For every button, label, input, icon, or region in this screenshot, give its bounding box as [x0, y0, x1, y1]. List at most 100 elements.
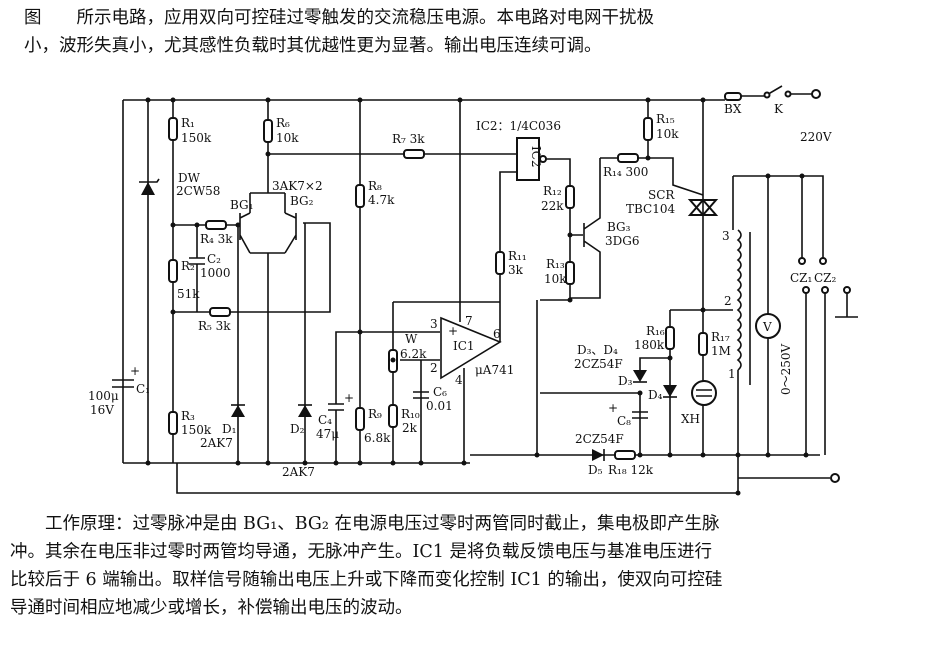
pin-label: 7: [465, 314, 473, 328]
d3-label: D₃: [618, 374, 633, 388]
r3-value: 150k: [181, 423, 212, 437]
intro-line: 图 所示电路，应用双向可控硅过零触发的交流稳压电源。本电路对电网干扰极: [24, 8, 654, 28]
c4-label: C₄: [318, 413, 332, 427]
plus-label: +: [130, 364, 140, 378]
input-terminal: [811, 89, 821, 99]
voltmeter-label: V: [762, 320, 772, 334]
d2-label: D₂: [290, 422, 305, 436]
capacitor-c2: [189, 225, 205, 312]
intro-line: 小，波形失真小，尤其感性负载时其优越性更为显著。输出电压连续可调。: [24, 36, 602, 56]
r13-value: 10k: [544, 272, 567, 286]
explanation-line: 工作原理：过零脉冲是由 BG₁、BG₂ 在电源电压过零时两管同时截止，集电极即产…: [10, 514, 720, 534]
r10-value: 2k: [402, 421, 418, 435]
resistor-r13: [565, 261, 575, 285]
resistor-r5: [209, 307, 231, 317]
r6-value: 10k: [276, 131, 299, 145]
c6-label: C₆: [433, 385, 447, 399]
w-value: 6.2k: [400, 347, 427, 361]
r5-label: R₅ 3k: [198, 319, 231, 333]
socket-cz2-pin: [819, 257, 827, 265]
tap-label: 3: [722, 229, 730, 243]
c6-value: 0.01: [426, 399, 453, 413]
fuse-bx: [724, 92, 742, 101]
plus-label: +: [608, 401, 618, 415]
r13-label: R₁₃: [546, 257, 565, 271]
pin-label: 2: [430, 361, 438, 375]
voltmeter-v: [755, 313, 781, 339]
r7-label: R₇ 3k: [392, 132, 425, 146]
transistor-bg3: [570, 158, 601, 299]
d2-value: 2AK7: [282, 465, 315, 479]
c1-voltage: 16V: [90, 403, 114, 417]
diode-d3: [633, 370, 647, 382]
r12-label: R₁₂: [543, 184, 562, 198]
pin-label: 3: [430, 317, 438, 331]
zener-diode-dw: [141, 182, 155, 195]
r16-value: 180k: [634, 338, 665, 352]
resistor-r6: [263, 119, 273, 143]
explanation-paragraph: 工作原理：过零脉冲是由 BG₁、BG₂ 在电源电压过零时两管同时截止，集电极即产…: [10, 510, 928, 622]
resistor-r7: [403, 149, 425, 159]
r15-label: R₁₅: [656, 112, 675, 126]
circuit-diagram: + C₁ 100μ 16V DW 2CW58 R₁ 150k R₂ 51k R₃…: [88, 85, 858, 496]
d4-label: D₄: [648, 388, 663, 402]
diode-d5: [592, 449, 604, 461]
r9-value: 6.8k: [364, 431, 391, 445]
autotransformer-coil: [732, 176, 742, 493]
r3-label: R₃: [181, 409, 195, 423]
bg2-label: BG₂: [290, 194, 314, 208]
return-rail: [176, 463, 830, 494]
ic1-label: IC1: [453, 339, 475, 353]
ic2-value: IC2：1/4C036: [476, 119, 561, 133]
r15-value: 10k: [656, 127, 679, 141]
d3-d4-label: D₃、D₄: [577, 343, 618, 357]
ground-icon: [835, 293, 858, 318]
plus-label: +: [344, 391, 354, 405]
voltmeter-range: 0～250V: [779, 343, 793, 395]
bottom-rail: [123, 454, 820, 464]
r6-label: R₆: [276, 116, 290, 130]
resistor-r1: [168, 117, 178, 141]
d5-label: D₅: [588, 463, 603, 477]
r16-label: R₁₆: [646, 324, 665, 338]
r9-label: R₉: [368, 407, 382, 421]
resistor-r9: [355, 407, 365, 431]
dw-value: 2CW58: [176, 184, 220, 198]
resistor-r18: [614, 450, 636, 460]
resistor-r10: [388, 404, 398, 428]
triac-scr: [687, 198, 719, 217]
intro-paragraph: 图 所示电路，应用双向可控硅过零触发的交流稳压电源。本电路对电网干扰极 小，波形…: [24, 4, 928, 60]
capacitor-c6: [413, 391, 429, 399]
r14-label: R₁₄ 300: [603, 165, 648, 179]
resistor-r8: [355, 184, 365, 208]
r1-label: R₁: [181, 116, 195, 130]
pin-label: 4: [455, 373, 463, 387]
bg3-value: 3DG6: [605, 234, 639, 248]
diode-d1: [231, 405, 245, 417]
bx-label: BX: [724, 102, 742, 116]
resistor-r4: [205, 220, 227, 230]
r10-label: R₁₀: [401, 407, 420, 421]
tap-label: 2: [724, 294, 732, 308]
c1-label: C₁: [136, 382, 150, 396]
capacitor-c8: [632, 411, 648, 419]
r11-value: 3k: [508, 263, 524, 277]
cz1-label: CZ₁: [790, 271, 812, 285]
output-terminal: [830, 473, 840, 483]
xh-label: XH: [681, 412, 700, 426]
ic2-label: IC2: [529, 146, 543, 168]
d1-value: 2AK7: [200, 436, 233, 450]
r4-label: R₄ 3k: [200, 232, 233, 246]
explanation-line: 冲。其余在电压非过零时两管均导通，无脉冲产生。IC1 是将负载反馈电压与基准电压…: [10, 542, 712, 562]
resistor-r15: [643, 117, 653, 141]
cz2-label: CZ₂: [814, 271, 837, 285]
junction-dots: [145, 97, 809, 496]
resistor-r2: [168, 259, 178, 283]
bg3-label: BG₃: [607, 220, 631, 234]
dw-label: DW: [178, 171, 201, 185]
socket-cz1-pin: [798, 257, 806, 265]
resistor-r14: [617, 153, 639, 163]
neon-lamp-xh: [691, 380, 717, 406]
opamp-ic1: [440, 316, 502, 380]
bg-pair-value: 3AK7×2: [272, 179, 323, 193]
